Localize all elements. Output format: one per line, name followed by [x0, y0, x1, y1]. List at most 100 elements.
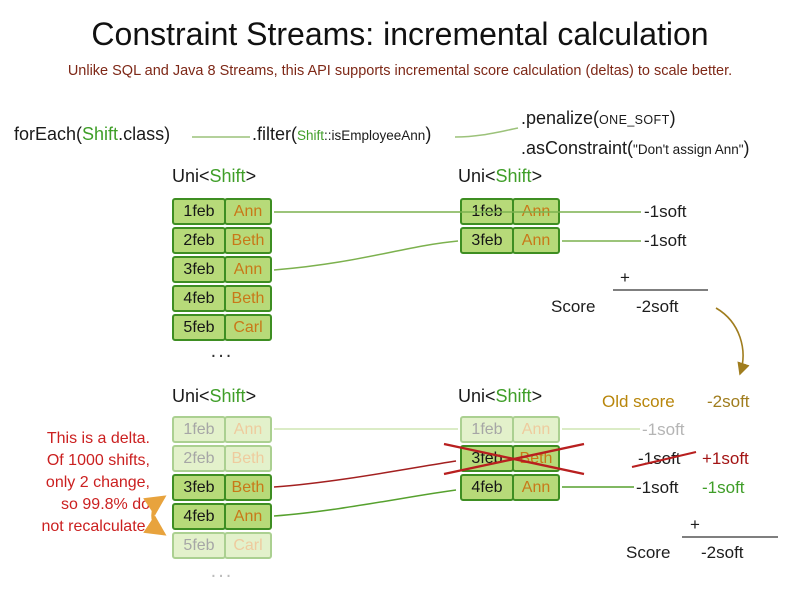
uni-prefix: Uni<: [172, 386, 210, 406]
code-filter-method: ::isEmployeeAnn: [324, 128, 426, 143]
shift-name-cell: Beth: [224, 227, 272, 254]
shift-date-cell: 5feb: [172, 314, 226, 341]
top-score-total: -2soft: [636, 297, 679, 316]
table-row: 1feb Ann: [172, 198, 272, 225]
uni-type: Shift: [209, 166, 246, 186]
code-filter: .filter(Shift::isEmployeeAnn): [252, 124, 431, 145]
bottom-score-total: -2soft: [701, 543, 744, 562]
shift-name-cell: Ann: [224, 416, 272, 443]
delta-note-line: This is a delta.: [46, 430, 150, 447]
shift-date-cell: 4feb: [172, 285, 226, 312]
table-row-changed: 3feb Beth: [172, 474, 272, 501]
subtitle: Unlike SQL and Java 8 Streams, this API …: [67, 63, 733, 79]
uni-type: Shift: [495, 386, 532, 406]
table-row-unchanged: 1feb Ann: [172, 416, 272, 443]
code-asconstraint-suffix: ): [743, 138, 750, 158]
code-filter-type: Shift: [297, 128, 325, 143]
shift-date-cell: 3feb: [172, 474, 226, 501]
shift-date-cell: 2feb: [172, 227, 226, 254]
uni-type: Shift: [495, 166, 532, 186]
old-score-arrow: [715, 307, 750, 376]
code-foreach-prefix: forEach(: [14, 124, 83, 144]
shift-date-cell: 4feb: [172, 503, 226, 530]
code-filter-suffix: ): [425, 124, 432, 144]
shift-name-cell: Carl: [224, 532, 272, 559]
delta-note-line: so 99.8% do: [61, 496, 150, 513]
uni-prefix: Uni<: [458, 386, 496, 406]
uni-type: Shift: [209, 386, 246, 406]
page-title: Constraint Streams: incremental calculat…: [91, 16, 709, 52]
code-foreach-type: Shift: [82, 124, 119, 144]
table-row: 1feb Ann: [460, 198, 560, 225]
shift-name-cell: Ann: [512, 227, 560, 254]
shift-date-cell: 1feb: [460, 198, 514, 225]
old-score-value: -2soft: [707, 392, 750, 411]
shift-date-cell: 1feb: [172, 198, 226, 225]
shift-date-cell: 3feb: [460, 445, 514, 472]
bottom-score-row3-delta: -1soft: [702, 478, 745, 497]
table-row-unchanged: 1feb Ann: [460, 416, 560, 443]
bottom-link-retract: [273, 460, 457, 488]
ellipsis-top-left: ...: [210, 340, 234, 362]
code-link-2: [454, 127, 519, 138]
top-score-plus: +: [620, 268, 630, 287]
ellipsis-bottom-left: ...: [210, 560, 234, 582]
uni-shift-label-top-left: Uni<Shift>: [172, 166, 256, 187]
shift-name-cell: Beth: [224, 474, 272, 501]
uni-shift-label-bottom-left: Uni<Shift>: [172, 386, 256, 407]
top-score-label: Score: [551, 297, 596, 316]
code-asconstraint: .asConstraint("Don't assign Ann"): [521, 138, 750, 159]
table-row-retracted: 3feb Beth: [460, 445, 560, 472]
uni-shift-label-top-right: Uni<Shift>: [458, 166, 542, 187]
top-score-row2: -1soft: [644, 231, 687, 250]
delta-note-line: not recalculate.: [41, 518, 150, 535]
shift-date-cell: 3feb: [172, 256, 226, 283]
shift-name-cell: Ann: [512, 474, 560, 501]
code-penalize-arg: ONE_SOFT: [599, 113, 670, 127]
code-foreach-suffix: .class): [118, 124, 171, 144]
shift-name-cell: Beth: [512, 445, 560, 472]
bottom-link-insert: [273, 489, 457, 517]
shift-date-cell: 4feb: [460, 474, 514, 501]
delta-note-line: Of 1000 shifts,: [46, 452, 150, 469]
old-score-label: Old score: [602, 392, 675, 411]
shift-date-cell: 5feb: [172, 532, 226, 559]
top-link-row3: [273, 240, 459, 271]
shift-date-cell: 1feb: [172, 416, 226, 443]
uni-shift-label-bottom-right: Uni<Shift>: [458, 386, 542, 407]
bottom-score-plus: +: [690, 515, 700, 534]
table-row-inserted: 4feb Ann: [460, 474, 560, 501]
uni-prefix: Uni<: [458, 166, 496, 186]
table-row: 2feb Beth: [172, 227, 272, 254]
bottom-score-row2: -1soft: [638, 449, 681, 468]
delta-note: This is a delta. Of 1000 shifts, only 2 …: [10, 428, 150, 538]
code-asconstraint-prefix: .asConstraint(: [521, 138, 634, 158]
shift-name-cell: Ann: [224, 256, 272, 283]
bottom-score-row3: -1soft: [636, 478, 679, 497]
table-row-changed: 4feb Ann: [172, 503, 272, 530]
shift-name-cell: Carl: [224, 314, 272, 341]
top-score-row1: -1soft: [644, 202, 687, 221]
shift-name-cell: Ann: [224, 198, 272, 225]
bottom-score-label: Score: [626, 543, 671, 562]
uni-suffix: >: [245, 166, 257, 186]
uni-suffix: >: [245, 386, 257, 406]
table-row: 3feb Ann: [460, 227, 560, 254]
code-filter-prefix: .filter(: [252, 124, 297, 144]
shift-name-cell: Ann: [512, 416, 560, 443]
code-asconstraint-arg: "Don't assign Ann": [633, 142, 744, 157]
shift-date-cell: 2feb: [172, 445, 226, 472]
table-row: 4feb Beth: [172, 285, 272, 312]
shift-name-cell: Beth: [224, 445, 272, 472]
table-row-unchanged: 2feb Beth: [172, 445, 272, 472]
code-foreach: forEach(Shift.class): [14, 124, 170, 145]
table-row: 3feb Ann: [172, 256, 272, 283]
bottom-score-row2-delta: +1soft: [702, 449, 749, 468]
delta-note-line: only 2 change,: [45, 474, 150, 491]
shift-date-cell: 3feb: [460, 227, 514, 254]
uni-suffix: >: [531, 386, 543, 406]
bottom-left-shift-table: 1feb Ann 2feb Beth 3feb Beth 4feb Ann 5f…: [172, 416, 272, 561]
top-left-shift-table: 1feb Ann 2feb Beth 3feb Ann 4feb Beth 5f…: [172, 198, 272, 343]
uni-prefix: Uni<: [172, 166, 210, 186]
